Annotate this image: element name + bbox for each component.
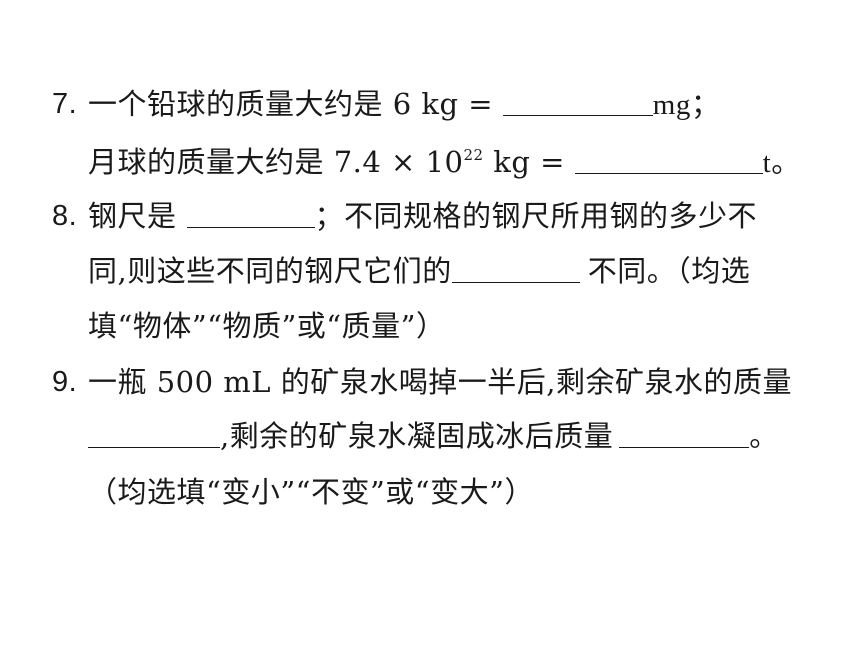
q8-line2-a: 同,则这些不同的钢尺它们的 xyxy=(88,254,452,288)
q8-number: 8. xyxy=(52,200,78,232)
q9-line2-b: 。 xyxy=(749,419,779,453)
q7-line2-mid: kg = xyxy=(483,145,575,179)
q9-answer-blank-1[interactable] xyxy=(88,417,220,448)
q8-options-note: 填“物体”“物质”或“质量”） xyxy=(88,309,446,343)
q7-line1-unit: mg； xyxy=(652,89,721,121)
q8-line2-b: 不同。（均选 xyxy=(587,254,751,288)
q7-line2-unit: t。 xyxy=(762,147,801,179)
q9-line2-a: ,剩余的矿泉水凝固成冰后质量 xyxy=(220,419,614,453)
q8-answer-blank-1[interactable] xyxy=(186,197,315,228)
q9-answer-blank-2[interactable] xyxy=(619,417,750,448)
q9-line1: 一瓶 500 mL 的矿泉水喝掉一半后,剩余矿泉水的质量 xyxy=(88,365,792,399)
q7-answer-blank-2[interactable] xyxy=(574,143,763,174)
q7-line2-text: 月球的质量大约是 7.4 × 10 xyxy=(88,145,464,179)
q7-answer-blank-1[interactable] xyxy=(502,85,653,116)
q9-number: 9. xyxy=(52,366,78,398)
q9-options-note: （均选填“变小”“不变”或“变大”） xyxy=(88,475,534,509)
q7-line2-exponent: 22 xyxy=(463,146,484,164)
q7-number: 7. xyxy=(52,88,78,120)
q8-answer-blank-2[interactable] xyxy=(451,252,580,283)
q8-line1-b: ；不同规格的钢尺所用钢的多少不 xyxy=(314,199,758,233)
q8-line1-a: 钢尺是 xyxy=(88,199,177,233)
q7-line1-text: 一个铅球的质量大约是 6 kg = xyxy=(88,87,503,121)
